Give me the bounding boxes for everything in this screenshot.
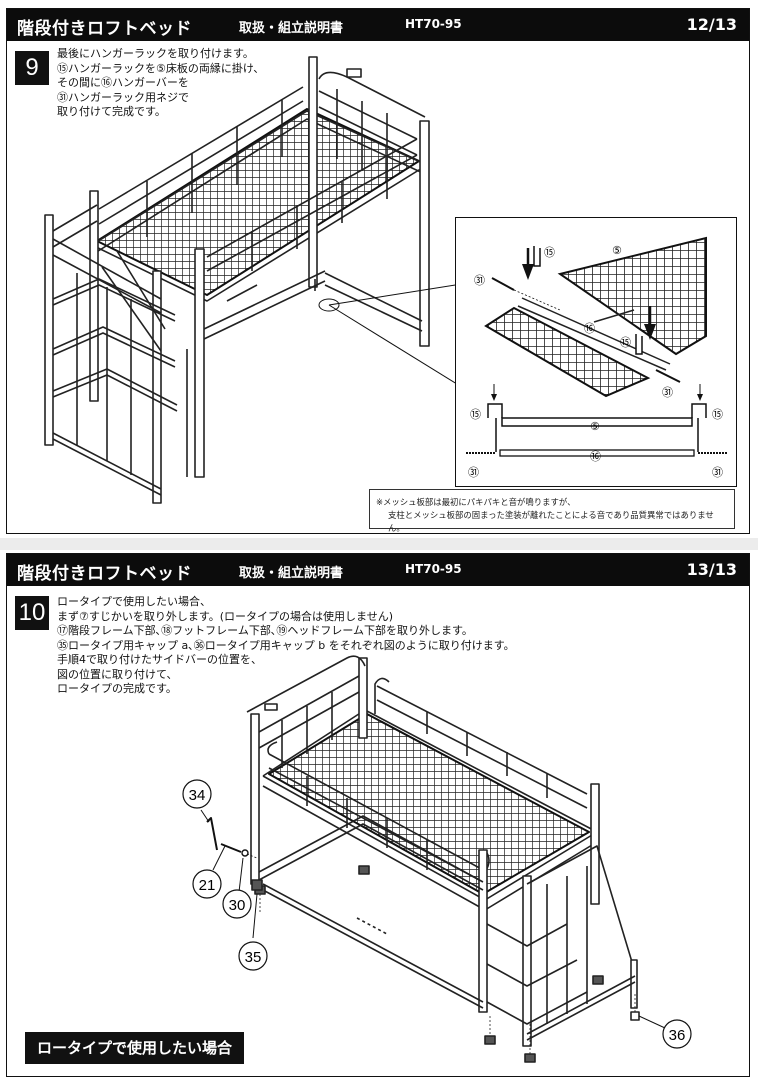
note-line: 支柱とメッシュ板部の固まった塗装が離れたことによる音であり品質異常ではありません…	[388, 510, 714, 533]
callout-30: 30	[222, 889, 252, 919]
product-title: 階段付きロフトベッド	[17, 19, 192, 39]
callout-35: 35	[238, 941, 268, 971]
instruction-line: 最後にハンガーラックを取り付けます。	[57, 47, 254, 60]
page-header: 階段付きロフトベッド 取扱・組立説明書 HT70-95 13/13	[7, 554, 749, 586]
label-screw: ㉛	[468, 466, 479, 479]
label-hanger-rack: ⑮	[712, 408, 723, 421]
instruction-line: ⑰階段フレーム下部､⑱フットフレーム下部､⑲ヘッドフレーム下部を取り外します。	[57, 624, 473, 637]
callout-34-label: 34	[189, 787, 206, 804]
callout-36: 36	[662, 1019, 692, 1049]
instruction-line: まず⑦すじかいを取り外します。(ロータイプの場合は使用しません)	[57, 609, 394, 623]
label-floor-board: ⑤	[612, 244, 622, 257]
label-floor-board: ⑤	[590, 420, 600, 433]
low-type-bed-illustration: 34 21 30 35 36	[182, 655, 692, 1063]
step-instructions: 最後にハンガーラックを取り付けます。 ⑮ハンガーラックを⑤床板の両縁に掛け、 そ…	[57, 47, 264, 120]
label-hanger-rack: ⑮	[620, 336, 631, 349]
callout-30-label: 30	[229, 897, 246, 914]
label-hanger-rack: ⑮	[470, 408, 481, 421]
step-number: 9	[15, 51, 49, 85]
callout-36-label: 36	[669, 1027, 686, 1044]
page-separator	[0, 538, 758, 550]
page-number: 13/13	[686, 560, 737, 579]
instruction-line: ㉟ロータイプ用キャップ a､㊱ロータイプ用キャップ b をそれぞれ図のように取り…	[57, 638, 515, 652]
hanger-rack-detail: ⑮ ⑤ ㉛ ⑯ ⑮ ㉛ ⑮ ⑮ ⑤ ⑯ ㉛ ㉛	[455, 217, 737, 487]
instruction-line: ㉛ハンガーラック用ネジで	[57, 90, 189, 104]
instruction-line: ロータイプの完成です。	[57, 682, 177, 695]
label-screw: ㉛	[662, 386, 673, 399]
label-screw: ㉛	[474, 274, 485, 287]
callout-21: 21	[192, 869, 222, 899]
model-number: HT70-95	[405, 562, 462, 576]
instruction-page-12: 階段付きロフトベッド 取扱・組立説明書 HT70-95 12/13 9 最後にハ…	[6, 8, 750, 534]
callout-34: 34	[182, 779, 212, 809]
manual-subtitle: 取扱・組立説明書	[239, 21, 344, 36]
label-hanger-bar: ⑯	[584, 322, 595, 335]
step-number: 10	[15, 596, 49, 630]
callout-35-label: 35	[245, 949, 262, 966]
label-hanger-rack: ⑮	[544, 246, 555, 259]
instruction-line: 手順4で取り付けたサイドバーの位置を、	[57, 653, 262, 666]
step-instructions: ロータイプで使用したい場合、 まず⑦すじかいを取り外します。(ロータイプの場合は…	[57, 595, 515, 697]
instruction-line: 図の位置に取り付けて、	[57, 667, 178, 681]
loft-bed-illustration	[44, 56, 570, 504]
hanger-rack-detail-drawing: ⑮ ⑤ ㉛ ⑯ ⑮ ㉛ ⑮ ⑮ ⑤ ⑯ ㉛ ㉛	[466, 236, 728, 479]
label-screw: ㉛	[712, 466, 723, 479]
instruction-line: 取り付けて完成です。	[57, 105, 166, 118]
page-header: 階段付きロフトベッド 取扱・組立説明書 HT70-95 12/13	[7, 9, 749, 41]
callout-21-label: 21	[199, 877, 216, 894]
manual-subtitle: 取扱・組立説明書	[239, 566, 344, 581]
instruction-line: ⑮ハンガーラックを⑤床板の両縁に掛け、	[57, 61, 265, 75]
model-number: HT70-95	[405, 17, 462, 31]
instruction-line: その間に⑯ハンガーバーを	[57, 76, 189, 89]
instruction-page-13: 階段付きロフトベッド 取扱・組立説明書 HT70-95 13/13 10 ロータ…	[6, 553, 750, 1077]
note-line: ※メッシュ板部は最初にパキパキと音が鳴りますが、	[376, 497, 576, 507]
low-type-banner: ロータイプで使用したい場合	[25, 1032, 245, 1064]
label-hanger-bar: ⑯	[590, 450, 601, 463]
note-box: ※メッシュ板部は最初にパキパキと音が鳴りますが、 支柱とメッシュ板部の固まった塗…	[369, 489, 735, 533]
instruction-line: ロータイプで使用したい場合、	[57, 595, 211, 608]
product-title: 階段付きロフトベッド	[17, 564, 192, 584]
page-number: 12/13	[686, 15, 737, 34]
